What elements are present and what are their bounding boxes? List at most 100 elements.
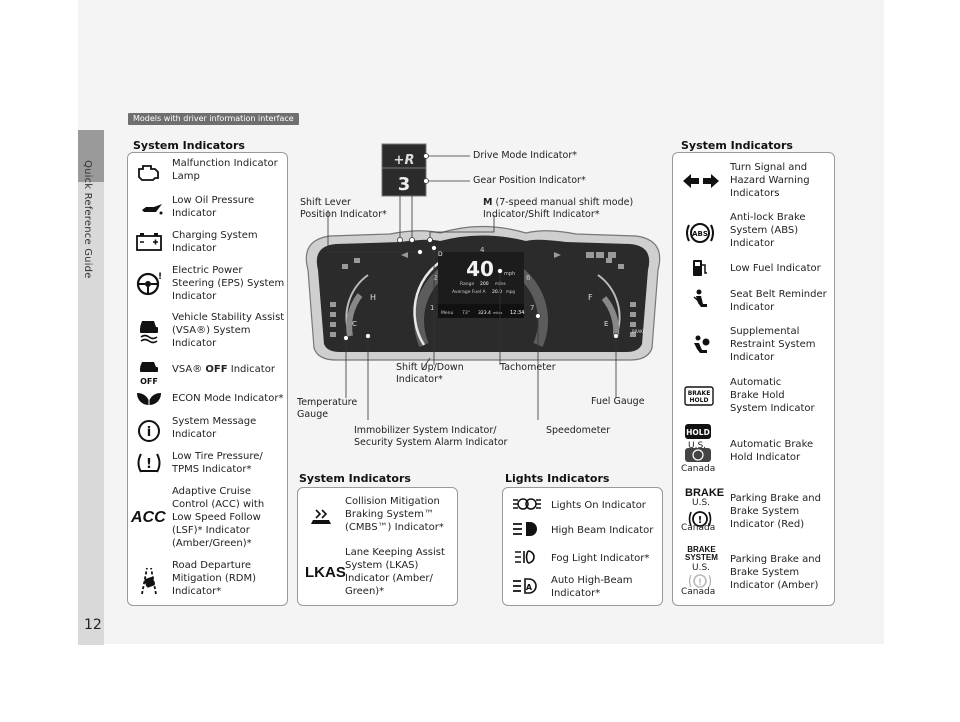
speedometer-callout: Speedometer (546, 425, 611, 436)
brake-hold-icon: BRAKE HOLD (684, 386, 714, 406)
engine-icon (138, 165, 159, 181)
svg-text:!: ! (158, 272, 162, 282)
svg-text:HOLD: HOLD (690, 397, 709, 404)
left-panel-heading: System Indicators (133, 139, 245, 152)
svg-text:!: ! (146, 457, 152, 472)
mid-panel-heading: System Indicators (299, 472, 411, 485)
turn-signal-icon (683, 174, 719, 188)
tire-pressure-icon: ! (137, 453, 161, 473)
svg-text:!: ! (698, 578, 702, 588)
svg-text:E: E (604, 320, 608, 328)
fog-light-label: Fog Light Indicator* (551, 553, 650, 564)
svg-text:D: D (438, 251, 443, 258)
tachometer-callout: Tachometer (500, 362, 556, 373)
svg-text:+R: +R (394, 153, 415, 168)
immobilizer-callout: Immobilizer System Indicator/Security Sy… (354, 425, 508, 448)
svg-text:BRAKE: BRAKE (632, 329, 646, 334)
svg-text:miles: miles (493, 311, 503, 315)
svg-text:mph: mph (504, 271, 515, 277)
svg-text:3: 3 (398, 174, 411, 195)
svg-text:200: 200 (480, 281, 489, 287)
svg-text:20.0: 20.0 (492, 289, 502, 295)
instrument-cluster: H C F E BRAKE 1 2 3 4 5 6 7 D 40 mph Ran… (305, 143, 661, 420)
lights-panel-heading: Lights Indicators (505, 472, 610, 485)
canada-region-label: Canada (681, 587, 716, 597)
svg-text:HOLD: HOLD (686, 428, 710, 437)
vsa-off-icon: OFF (140, 362, 158, 386)
svg-text:A: A (526, 583, 533, 592)
section-label: Quick Reference Guide (82, 160, 93, 279)
svg-text:ABS: ABS (692, 230, 708, 238)
auto-high-beam-icon: A (513, 578, 537, 594)
right-panel-heading: System Indicators (681, 139, 793, 152)
svg-text:40: 40 (466, 257, 494, 281)
svg-text:i: i (147, 425, 151, 440)
svg-text:mpg: mpg (506, 289, 515, 294)
drive-mode-callout: Drive Mode Indicator* (473, 150, 577, 161)
svg-text:12:34: 12:34 (510, 310, 524, 316)
airbag-icon (694, 335, 710, 353)
svg-text:Average Fuel A: Average Fuel A (452, 289, 487, 295)
hold-icon: HOLD (685, 424, 711, 462)
page-number: 12 (84, 617, 102, 633)
gear-position-callout: Gear Position Indicator* (473, 175, 586, 186)
svg-text:F: F (588, 293, 593, 302)
us-region-label: U.S. (692, 563, 711, 573)
tpms-label: Low Tire Pressure/TPMS Indicator* (172, 451, 263, 475)
parking-brake-red-icon: BRAKE (685, 487, 725, 499)
lights-indicators-panel: Lights On Indicator High Beam Indicator … (502, 487, 663, 606)
svg-text:4: 4 (480, 246, 485, 254)
abs-icon: ABS (686, 223, 714, 243)
road-departure-icon (141, 567, 157, 595)
lights-on-icon (513, 498, 541, 510)
parking-brake-circle-icon: ! (688, 511, 712, 527)
fuel-gauge-callout: Fuel Gauge (591, 396, 645, 407)
svg-text:Menu: Menu (441, 310, 454, 316)
parking-brake-amber-circle-icon: ! (688, 574, 712, 588)
side-tab-marker (78, 130, 104, 182)
lkas-icon: LKAS (305, 564, 346, 581)
svg-text:2: 2 (433, 274, 437, 282)
us-region-label: U.S. (688, 441, 707, 451)
svg-text:BRAKE: BRAKE (688, 390, 711, 397)
svg-text:Range: Range (460, 281, 474, 287)
canada-region-label: Canada (681, 464, 716, 474)
us-region-label: U.S. (692, 498, 711, 508)
econ-mode-label: ECON Mode Indicator* (172, 393, 284, 404)
econ-leaf-icon (137, 391, 161, 405)
svg-text:6: 6 (526, 274, 531, 282)
svg-text:7: 7 (530, 304, 534, 312)
high-beam-label: High Beam Indicator (551, 525, 654, 536)
steering-wheel-icon: ! (136, 272, 162, 296)
side-tab (78, 130, 104, 645)
collision-icon (311, 509, 331, 524)
fog-light-icon (515, 550, 535, 564)
lights-on-label: Lights On Indicator (551, 500, 646, 511)
vsa-off-label: VSA® OFF Indicator (172, 364, 275, 375)
skidding-car-icon (140, 321, 158, 344)
svg-text:1: 1 (430, 304, 434, 312)
fuel-pump-icon (693, 260, 707, 276)
info-icon: i (138, 420, 160, 442)
